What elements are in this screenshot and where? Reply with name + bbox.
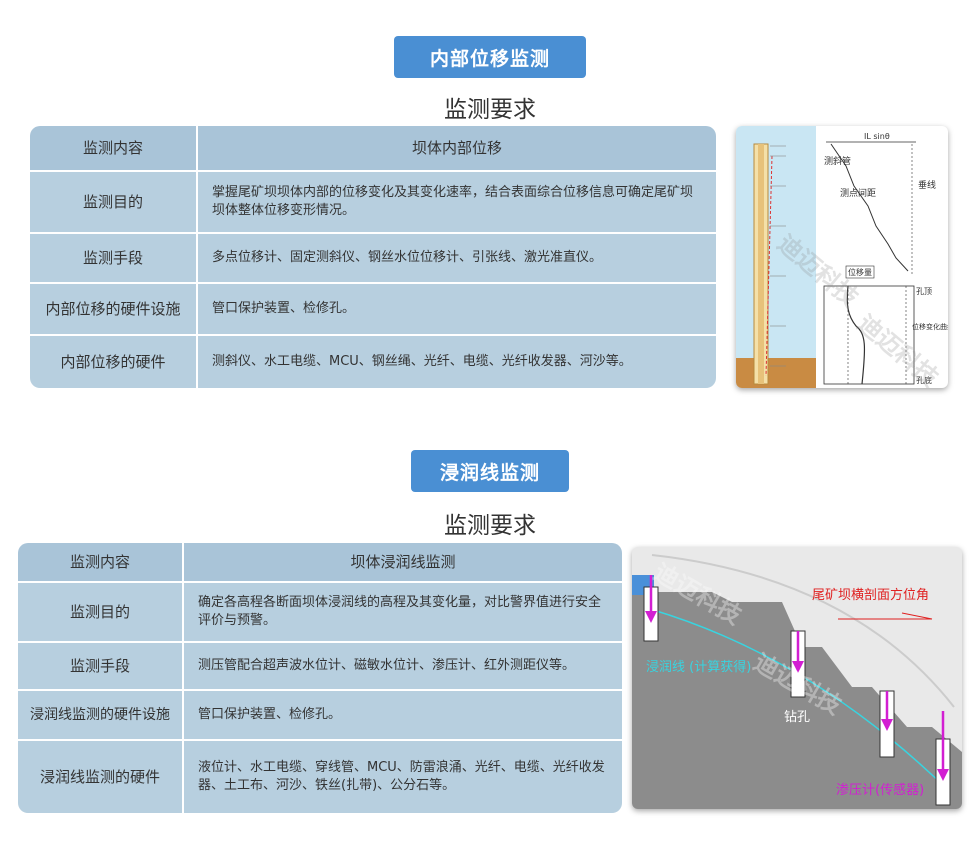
incline-tube-label: 测斜管	[824, 155, 851, 167]
table-cell-key: 内部位移的硬件	[30, 336, 198, 388]
inclinometer-diagram-svg: IL sinθ 测斜管 测点间距 垂线 位移量 孔顶 位移变化曲线 孔底 迪迈科…	[736, 126, 948, 388]
vertical-label: 垂线	[918, 179, 936, 191]
table-cell-value: 多点位移计、固定测斜仪、钢丝水位位移计、引张线、激光准直仪。	[198, 234, 716, 284]
table-row: 监测内容 坝体浸润线监测	[18, 543, 622, 583]
table-row: 浸润线监测的硬件 液位计、水工电缆、穿线管、MCU、防雷浪涌、光纤、电缆、光纤收…	[18, 741, 622, 813]
table-cell-value: 测斜仪、水工电缆、MCU、钢丝绳、光纤、电缆、光纤收发器、河沙等。	[198, 336, 716, 388]
watermark-logo: 迪迈科技	[852, 309, 944, 388]
inclinometer-diagram: IL sinθ 测斜管 测点间距 垂线 位移量 孔顶 位移变化曲线 孔底 迪迈科…	[736, 126, 948, 388]
borehole-3	[879, 690, 895, 758]
displacement-curve-label: 位移变化曲线	[912, 322, 948, 331]
borehole-label: 钻孔	[784, 710, 810, 725]
section1-table: 监测内容 坝体内部位移 监测目的 掌握尾矿坝坝体内部的位移变化及其变化速率，结合…	[30, 126, 716, 388]
borehole-2	[790, 630, 806, 698]
piezometer-label: 渗压计(传感器)	[836, 782, 924, 798]
table-cell-key: 监测手段	[18, 643, 184, 691]
table-cell-key: 浸润线监测的硬件设施	[18, 691, 184, 741]
table-cell-key: 浸润线监测的硬件	[18, 741, 184, 813]
table-row: 浸润线监测的硬件设施 管口保护装置、检修孔。	[18, 691, 622, 741]
table-cell-key: 监测目的	[18, 583, 184, 643]
dim-label: IL sinθ	[864, 132, 890, 141]
section2-subtitle: 监测要求	[444, 513, 536, 539]
hole-bottom-label: 孔底	[916, 375, 932, 385]
table-cell-key: 监测内容	[30, 126, 198, 172]
table-cell-value: 确定各高程各断面坝体浸润线的高程及其变化量，对比警界值进行安全评价与预警。	[184, 583, 622, 643]
point-spacing-label: 测点间距	[840, 187, 876, 199]
table-cell-value: 管口保护装置、检修孔。	[184, 691, 622, 741]
phreatic-line-diagram-svg: 尾矿坝横剖面方位角 浸润线 (计算获得) 钻孔 渗压计(传感器)	[632, 554, 962, 809]
table-cell-value: 测压管配合超声波水位计、磁敏水位计、渗压计、红外测距仪等。	[184, 643, 622, 691]
table-row: 监测手段 多点位移计、固定测斜仪、钢丝水位位移计、引张线、激光准直仪。	[30, 234, 716, 284]
table-row: 监测手段 测压管配合超声波水位计、磁敏水位计、渗压计、红外测距仪等。	[18, 643, 622, 691]
table-cell-key: 内部位移的硬件设施	[30, 284, 198, 336]
phreatic-line-label: 浸润线 (计算获得)	[646, 659, 751, 675]
table-row: 监测目的 确定各高程各断面坝体浸润线的高程及其变化量，对比警界值进行安全评价与预…	[18, 583, 622, 643]
hole-top-label: 孔顶	[916, 287, 932, 296]
table-cell-value: 液位计、水工电缆、穿线管、MCU、防雷浪涌、光纤、电缆、光纤收发器、土工布、河沙…	[184, 741, 622, 813]
phreatic-line-diagram: 尾矿坝横剖面方位角 浸润线 (计算获得) 钻孔 渗压计(传感器)	[632, 547, 962, 809]
borehole-1	[643, 575, 659, 642]
table-cell-value: 坝体浸润线监测	[184, 543, 622, 583]
table-cell-value: 管口保护装置、检修孔。	[198, 284, 716, 336]
section1-subtitle: 监测要求	[444, 97, 536, 123]
table-row: 内部位移的硬件 测斜仪、水工电缆、MCU、钢丝绳、光纤、电缆、光纤收发器、河沙等…	[30, 336, 716, 388]
table-cell-key: 监测目的	[30, 172, 198, 234]
section1-badge: 内部位移监测	[394, 36, 586, 78]
table-cell-key: 监测手段	[30, 234, 198, 284]
table-cell-value: 掌握尾矿坝坝体内部的位移变化及其变化速率，结合表面综合位移信息可确定尾矿坝坝体整…	[198, 172, 716, 234]
table-cell-key: 监测内容	[18, 543, 184, 583]
displacement-label: 位移量	[848, 267, 872, 277]
section2-badge: 浸润线监测	[411, 450, 569, 492]
azimuth-label: 尾矿坝横剖面方位角	[812, 587, 929, 603]
table-cell-value: 坝体内部位移	[198, 126, 716, 172]
section2-table: 监测内容 坝体浸润线监测 监测目的 确定各高程各断面坝体浸润线的高程及其变化量，…	[18, 543, 622, 813]
table-row: 监测目的 掌握尾矿坝坝体内部的位移变化及其变化速率，结合表面综合位移信息可确定尾…	[30, 172, 716, 234]
borehole-4	[935, 711, 951, 806]
table-row: 内部位移的硬件设施 管口保护装置、检修孔。	[30, 284, 716, 336]
table-row: 监测内容 坝体内部位移	[30, 126, 716, 172]
